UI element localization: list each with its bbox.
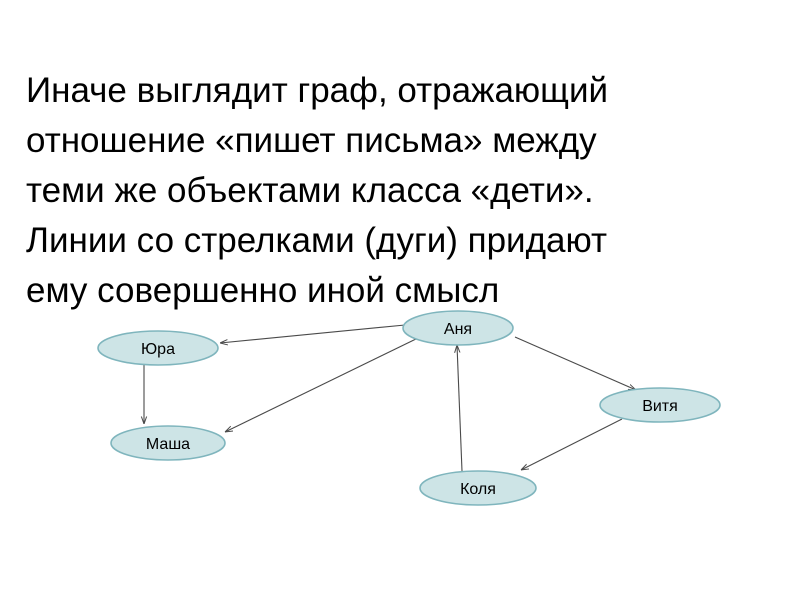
- edge-kolya-to-anya: [457, 345, 463, 472]
- node-yura: Юра: [97, 330, 219, 366]
- edge-anya-to-yura: [220, 324, 406, 343]
- node-anya-ellipse: [402, 310, 514, 346]
- text-line-4: Линии со стрелками (дуги) придают: [26, 221, 608, 260]
- node-masha-ellipse: [110, 425, 226, 461]
- edge-anya-to-vitya: [514, 336, 636, 390]
- node-kolya-label: Коля: [460, 481, 496, 498]
- edge-anya-to-masha: [225, 337, 419, 432]
- edge-vitya-to-kolya: [521, 418, 623, 470]
- node-yura-label: Юра: [141, 341, 175, 358]
- slide-text: Иначе выглядит граф, отражающий отношени…: [26, 66, 786, 316]
- text-line-5: ему совершенно иной смысл: [26, 271, 500, 310]
- node-kolya-ellipse: [419, 470, 537, 506]
- text-line-3: теми же объектами класса «дети».: [26, 171, 594, 210]
- node-vitya: Витя: [599, 387, 721, 423]
- node-kolya: Коля: [419, 470, 537, 506]
- node-anya: Аня: [402, 310, 514, 346]
- node-yura-ellipse: [97, 330, 219, 366]
- edges-layer: [144, 324, 636, 472]
- node-vitya-label: Витя: [642, 398, 678, 415]
- node-masha: Маша: [110, 425, 226, 461]
- node-anya-label: Аня: [444, 321, 472, 338]
- node-vitya-ellipse: [599, 387, 721, 423]
- text-line-2: отношение «пишет письма» между: [26, 121, 597, 160]
- text-line-1: Иначе выглядит граф, отражающий: [26, 71, 609, 110]
- node-masha-label: Маша: [146, 436, 190, 453]
